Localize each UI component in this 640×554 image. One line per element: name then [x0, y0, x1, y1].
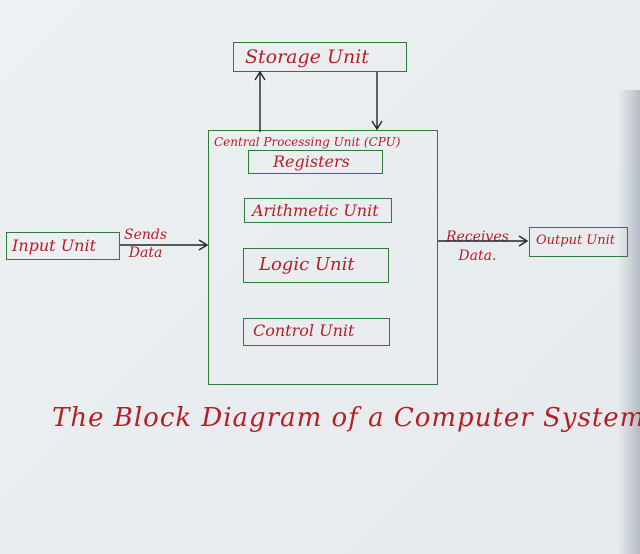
storage-unit-label: Storage Unit	[245, 46, 369, 68]
input-unit-label: Input Unit	[12, 236, 97, 255]
arithmetic-unit-box	[244, 198, 392, 223]
control-unit-label: Control Unit	[253, 321, 355, 340]
control-unit-box	[243, 318, 390, 346]
cpu-label: Central Processing Unit (CPU)	[214, 135, 401, 149]
diagram-title: The Block Diagram of a Computer System.	[52, 403, 640, 433]
paper-shadow	[618, 90, 640, 554]
registers-box	[248, 150, 383, 174]
arrow-input-to-cpu	[120, 239, 209, 251]
output-unit-box	[529, 227, 628, 257]
logic-unit-label: Logic Unit	[259, 254, 355, 275]
arrow-cpu-to-output	[438, 235, 529, 247]
storage-unit-box	[233, 42, 407, 72]
logic-unit-box	[243, 248, 389, 283]
input-unit-box	[6, 232, 120, 260]
arrow-storage-to-cpu	[371, 72, 383, 131]
cpu-box	[208, 130, 438, 385]
arrow-cpu-to-storage	[254, 70, 266, 132]
output-unit-label: Output Unit	[536, 233, 616, 248]
arithmetic-unit-label: Arithmetic Unit	[252, 201, 379, 220]
sends-data-label: Sends Data	[124, 227, 168, 261]
registers-label: Registers	[273, 152, 350, 171]
